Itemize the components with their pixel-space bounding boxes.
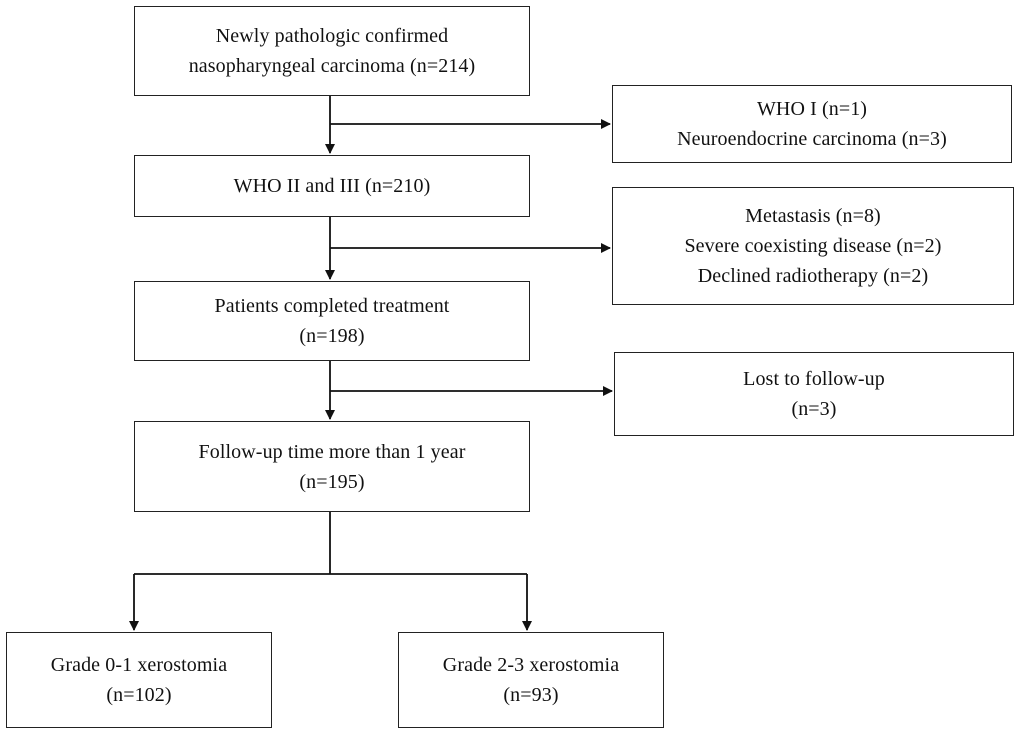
box-newly-confirmed: Newly pathologic confirmed nasopharyngea…	[134, 6, 530, 96]
box-completed-treatment-line2: (n=198)	[299, 325, 365, 347]
box-followup-line1: Follow-up time more than 1 year	[198, 440, 466, 463]
box-who-ii-iii-line1: WHO II and III (n=210)	[233, 175, 431, 197]
box-lost-followup: Lost to follow-up (n=3)	[614, 352, 1014, 436]
box-grade-low: Grade 0-1 xerostomia (n=102)	[6, 632, 272, 728]
box-excluded-histology: WHO I (n=1) Neuroendocrine carcinoma (n=…	[612, 85, 1012, 163]
box-excluded-clinical-line1: Metastasis (n=8)	[745, 205, 881, 227]
box-excluded-histology-line2: Neuroendocrine carcinoma (n=3)	[677, 128, 947, 150]
box-grade-low-line2: (n=102)	[106, 684, 172, 706]
box-newly-confirmed-line1: Newly pathologic confirmed	[215, 25, 449, 47]
box-grade-high: Grade 2-3 xerostomia (n=93)	[398, 632, 664, 728]
box-excluded-histology-line1: WHO I (n=1)	[756, 98, 868, 120]
box-followup-line2: (n=195)	[299, 470, 365, 493]
box-grade-high-line2: (n=93)	[503, 684, 559, 706]
box-who-ii-iii: WHO II and III (n=210)	[134, 155, 530, 217]
box-excluded-clinical-line2: Severe coexisting disease (n=2)	[684, 235, 942, 257]
box-grade-low-line1: Grade 0-1 xerostomia	[50, 654, 228, 676]
box-excluded-clinical-line3: Declined radiotherapy (n=2)	[697, 265, 929, 287]
box-completed-treatment-line1: Patients completed treatment	[214, 295, 450, 317]
box-lost-followup-line1: Lost to follow-up	[743, 368, 885, 390]
box-excluded-clinical: Metastasis (n=8) Severe coexisting disea…	[612, 187, 1014, 305]
box-followup: Follow-up time more than 1 year (n=195)	[134, 421, 530, 512]
box-grade-high-line1: Grade 2-3 xerostomia	[442, 654, 620, 676]
box-completed-treatment: Patients completed treatment (n=198)	[134, 281, 530, 361]
box-newly-confirmed-line2: nasopharyngeal carcinoma (n=214)	[188, 55, 476, 77]
box-lost-followup-line2: (n=3)	[791, 398, 837, 420]
